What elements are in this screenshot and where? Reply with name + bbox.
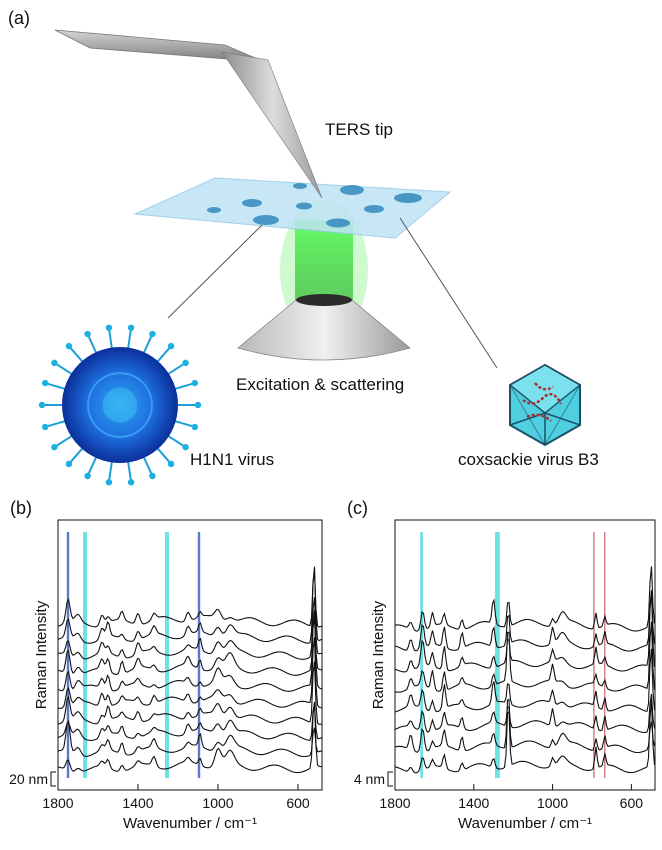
highlight-band xyxy=(83,532,87,778)
panel-label: (c) xyxy=(347,498,368,518)
spike xyxy=(164,433,187,449)
coxsackie-label: coxsackie virus B3 xyxy=(458,450,599,469)
virus-particles xyxy=(207,183,422,228)
scale-bar xyxy=(387,771,393,787)
spectrum-line xyxy=(394,621,656,693)
spike-tip xyxy=(191,379,199,387)
spike-tip xyxy=(127,324,135,331)
spike-tip xyxy=(149,330,156,338)
spike-tip xyxy=(182,443,189,451)
spectrum-line xyxy=(57,719,323,758)
spectrum-line xyxy=(57,701,323,774)
x-tick-label: 1800 xyxy=(42,795,73,811)
scale-bar-label: 4 nm xyxy=(354,771,385,787)
plot-frame xyxy=(394,519,656,791)
highlight-band xyxy=(420,532,423,778)
spike-tip xyxy=(65,460,73,468)
ters-tip xyxy=(221,51,323,199)
spike-tip xyxy=(51,443,58,451)
spectrum-line xyxy=(394,591,656,652)
sample-plane xyxy=(133,177,452,239)
plot-frame xyxy=(57,519,323,791)
spike-tip xyxy=(84,472,91,480)
spectrum-line xyxy=(57,703,323,741)
panel-a-label: (a) xyxy=(8,8,30,28)
x-tick-label: 1000 xyxy=(537,795,568,811)
spike-tip xyxy=(41,423,49,431)
highlight-band xyxy=(495,532,500,778)
spike xyxy=(53,433,76,449)
spectrum-line xyxy=(394,700,656,774)
spike-tip xyxy=(65,342,73,350)
connector-line-right xyxy=(399,217,498,369)
x-tick-label: 1000 xyxy=(202,795,233,811)
objective-aperture xyxy=(296,294,352,306)
x-tick-label: 600 xyxy=(620,795,644,811)
objective-lens xyxy=(237,299,411,361)
ters-tip-label: TERS tip xyxy=(325,120,394,139)
spike-tip xyxy=(167,342,175,350)
spectrum-line xyxy=(394,566,656,632)
h1n1-label: H1N1 virus xyxy=(190,450,275,469)
spike-tip xyxy=(105,324,113,331)
connector-line-left xyxy=(167,224,263,319)
x-tick-label: 600 xyxy=(286,795,310,811)
spike xyxy=(164,361,187,377)
y-axis-label: Raman Intensity xyxy=(33,600,50,709)
spectrum-line xyxy=(57,571,323,628)
spectrum-line xyxy=(57,610,323,692)
spectrum-line xyxy=(394,648,656,713)
spike xyxy=(68,345,86,365)
spike xyxy=(68,445,86,465)
spectrum-line xyxy=(57,566,323,644)
spectrum-line xyxy=(394,693,656,733)
spike-tip xyxy=(105,479,113,486)
spike xyxy=(53,361,76,377)
spike xyxy=(44,382,69,391)
spike-tip xyxy=(38,401,46,409)
y-axis-label: Raman Intensity xyxy=(370,600,387,709)
spectrum-line xyxy=(394,590,656,673)
spike-tip xyxy=(51,359,58,367)
x-axis-label: Wavenumber / cm⁻¹ xyxy=(458,815,592,832)
spike-tip xyxy=(191,423,199,431)
panel-label: (b) xyxy=(10,498,32,518)
spike-tip xyxy=(41,379,49,387)
spike xyxy=(154,345,172,365)
ters-illustration xyxy=(38,29,582,486)
spectrum-line xyxy=(57,637,323,709)
highlight-band xyxy=(593,532,595,778)
scale-bar xyxy=(50,771,56,787)
highlight-band xyxy=(604,532,606,778)
x-axis-label: Wavenumber / cm⁻¹ xyxy=(123,815,257,832)
excitation-label: Excitation & scattering xyxy=(236,375,405,394)
spectrum-line xyxy=(57,661,323,725)
spike-tip xyxy=(194,401,202,409)
coxsackie-virus-graphic xyxy=(508,363,582,447)
highlight-band xyxy=(66,532,70,778)
spike-tip xyxy=(167,460,175,468)
spike xyxy=(44,419,69,428)
spike-tip xyxy=(127,479,135,486)
h1n1-virus-graphic xyxy=(38,324,202,486)
x-tick-label: 1800 xyxy=(379,795,410,811)
spectrum-line xyxy=(57,597,323,660)
spike-tip xyxy=(182,359,189,367)
spectrum-line xyxy=(394,698,656,754)
scale-bar-label: 20 nm xyxy=(9,771,48,787)
spike-tip xyxy=(149,472,156,480)
highlight-band xyxy=(197,532,201,778)
x-tick-label: 1400 xyxy=(122,795,153,811)
spike-tip xyxy=(84,330,91,338)
spike xyxy=(154,445,172,465)
x-tick-label: 1400 xyxy=(458,795,489,811)
spectrum-line xyxy=(57,616,323,676)
